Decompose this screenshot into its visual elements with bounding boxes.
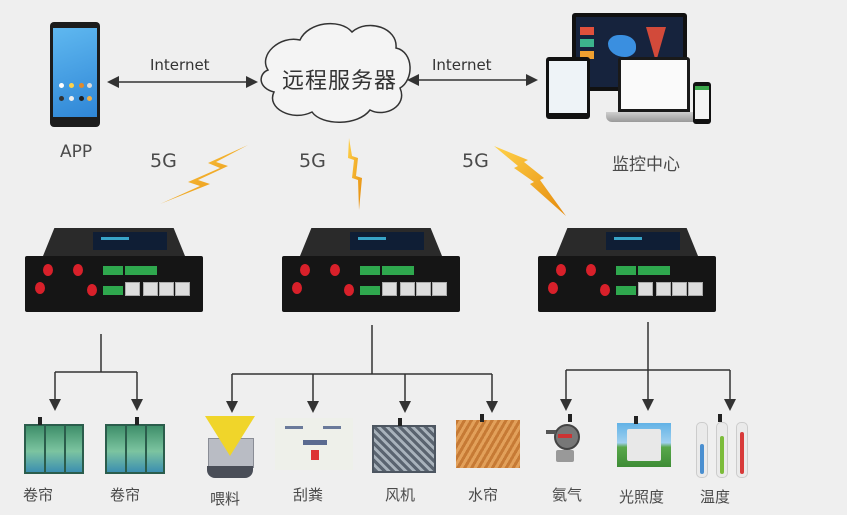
device-label: 水帘	[468, 486, 499, 504]
tree-group-3	[560, 322, 736, 411]
device-label: 氨气	[552, 486, 583, 504]
exhaust-fan-icon	[372, 425, 436, 473]
device-label: 温度	[700, 488, 731, 506]
tree-group-1	[49, 334, 143, 411]
light-sensor-icon	[617, 423, 671, 467]
smartphone-icon	[50, 22, 100, 127]
tablet-icon	[546, 57, 590, 119]
app-label: APP	[60, 142, 93, 162]
server-cloud	[260, 22, 411, 123]
wireless-label-2: 5G	[299, 150, 326, 172]
laptop-icon	[618, 57, 690, 112]
feeder-icon	[205, 416, 255, 481]
device-label: 风机	[385, 486, 416, 504]
laptop-base	[606, 112, 702, 122]
device-label: 卷帘	[110, 486, 141, 504]
gateway-router-2	[282, 228, 460, 316]
manure-scraper-icon	[275, 418, 353, 470]
roller-curtain-icon	[24, 424, 84, 474]
gateway-router-3	[538, 228, 716, 316]
ammonia-sensor-icon	[546, 420, 582, 464]
lightning-bolt-3	[494, 146, 566, 216]
device-label: 刮粪	[293, 486, 324, 504]
lightning-bolt-2	[348, 138, 362, 210]
tree-group-2	[226, 325, 498, 413]
monitor-center-label: 监控中心	[612, 155, 680, 175]
internet-label-right: Internet	[432, 56, 492, 74]
wireless-label-3: 5G	[462, 150, 489, 172]
wireless-label-1: 5G	[150, 150, 177, 172]
thermometer-icon	[688, 418, 754, 478]
roller-curtain-icon	[105, 424, 165, 474]
gateway-router-1	[25, 228, 203, 316]
device-label: 喂料	[210, 490, 241, 508]
device-label: 卷帘	[23, 486, 54, 504]
server-label: 远程服务器	[282, 69, 398, 94]
internet-label-left: Internet	[150, 56, 210, 74]
device-label: 光照度	[619, 488, 665, 506]
cooling-pad-icon	[456, 420, 520, 468]
mobile-phone-icon	[693, 82, 711, 124]
